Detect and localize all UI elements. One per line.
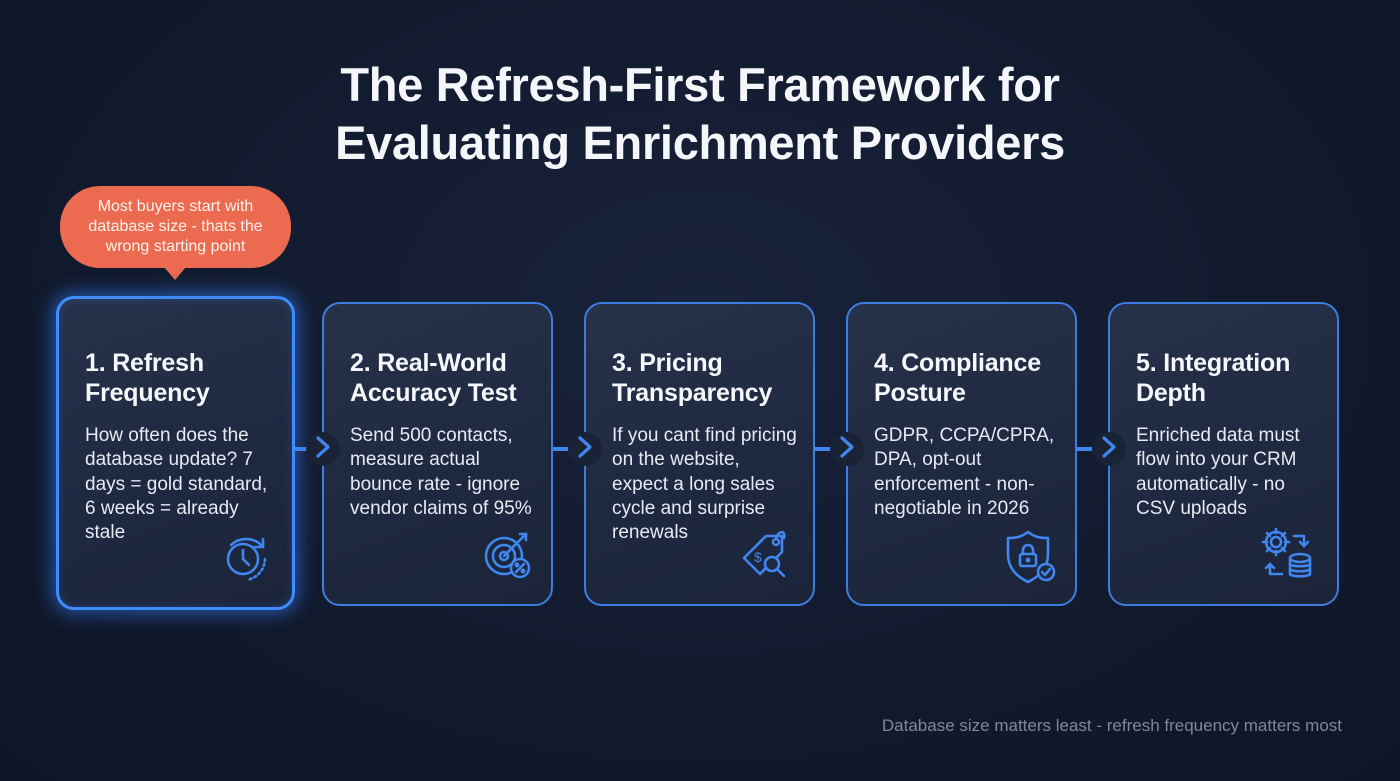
step-title: 5. Integration Depth bbox=[1136, 349, 1291, 407]
step-card-integration-depth: 5. Integration Depth Enriched data must … bbox=[1092, 302, 1339, 606]
step-title: 1. Refresh Frequency bbox=[85, 349, 210, 407]
title-line-2: Evaluating Enrichment Providers bbox=[335, 116, 1065, 169]
arrow-right-icon bbox=[316, 436, 330, 458]
connector-2-3 bbox=[540, 447, 586, 451]
arrow-badge bbox=[1092, 432, 1126, 466]
title-line-1: The Refresh-First Framework for bbox=[340, 58, 1060, 111]
step-description: Enriched data must flow into your CRM au… bbox=[1136, 425, 1300, 519]
shield-lock-check-icon bbox=[1006, 530, 1056, 584]
step-card-accuracy-test: 2. Real-World Accuracy Test Send 500 con… bbox=[306, 302, 553, 606]
step-title: 4. Compliance Posture bbox=[874, 349, 1041, 407]
price-tag-search-icon: $ bbox=[742, 530, 786, 578]
footer-note: Database size matters least - refresh fr… bbox=[881, 716, 1342, 735]
callout-text: Most buyers start with database size - t… bbox=[88, 198, 263, 255]
connector-3-4 bbox=[802, 447, 848, 451]
clock-refresh-icon bbox=[226, 537, 267, 582]
target-percent-icon bbox=[484, 532, 531, 579]
arrow-right-icon bbox=[578, 436, 592, 458]
connector-4-5 bbox=[1064, 447, 1110, 451]
arrow-right-icon bbox=[1102, 436, 1116, 458]
page-title: The Refresh-First Framework for Evaluati… bbox=[0, 56, 1400, 172]
step-title: 3. Pricing Transparency bbox=[612, 349, 773, 407]
arrow-badge bbox=[830, 432, 864, 466]
step-description: Send 500 contacts, measure actual bounce… bbox=[350, 425, 532, 519]
callout-bubble: Most buyers start with database size - t… bbox=[60, 186, 291, 280]
step-description: GDPR, CCPA/CPRA, DPA, opt-out enforcemen… bbox=[874, 425, 1055, 519]
connector-1-2 bbox=[278, 447, 324, 451]
step-card-pricing-transparency: 3. Pricing Transparency If you cant find… bbox=[568, 302, 815, 606]
arrow-badge bbox=[568, 432, 602, 466]
svg-text:$: $ bbox=[754, 549, 762, 565]
step-description: How often does the database update? 7 da… bbox=[85, 425, 268, 544]
arrow-badge bbox=[306, 432, 340, 466]
gear-database-sync-icon bbox=[1261, 527, 1312, 578]
step-card-compliance-posture: 4. Compliance Posture GDPR, CCPA/CPRA, D… bbox=[830, 302, 1077, 606]
step-description: If you cant find pricing on the website,… bbox=[612, 425, 797, 544]
step-title: 2. Real-World Accuracy Test bbox=[350, 349, 517, 407]
step-card-refresh-frequency: 1. Refresh Frequency How often does the … bbox=[56, 296, 295, 610]
arrow-right-icon bbox=[840, 436, 854, 458]
